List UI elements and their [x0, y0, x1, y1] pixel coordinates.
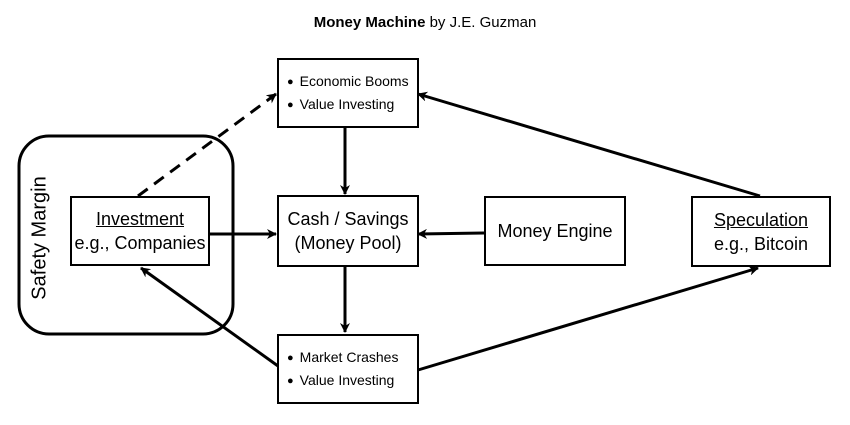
- investment-title: Investment: [95, 209, 185, 229]
- node-money-engine: Money Engine: [484, 196, 626, 266]
- edge-crashes-to-speculation: [417, 265, 759, 372]
- diagram-title: Money Machine by J.E. Guzman: [0, 14, 850, 31]
- title-author: by J.E. Guzman: [425, 14, 537, 31]
- booms-item-2: Value Investing: [287, 93, 395, 116]
- cash-line-2: (Money Pool): [294, 233, 402, 253]
- node-economic-booms: Economic Booms Value Investing: [277, 58, 419, 128]
- node-cash-savings: Cash / Savings (Money Pool): [277, 195, 419, 267]
- investment-example: e.g., Companies: [74, 233, 206, 253]
- edge-speculation-to-booms: [417, 91, 761, 198]
- node-market-crashes: Market Crashes Value Investing: [277, 334, 419, 404]
- booms-item-1: Economic Booms: [287, 70, 409, 93]
- edge-crashes-to-investment: [140, 266, 279, 368]
- title-bold: Money Machine: [313, 14, 426, 31]
- edge-investment-to-booms: [137, 92, 277, 198]
- cash-line-1: Cash / Savings: [287, 209, 409, 229]
- node-investment: Investment e.g., Companies: [70, 196, 210, 266]
- safety-margin-label: Safety Margin: [28, 176, 51, 300]
- engine-label: Money Engine: [497, 221, 613, 241]
- crashes-item-2: Value Investing: [287, 369, 395, 392]
- edge-engine-to-cash: [417, 228, 485, 239]
- crashes-item-1: Market Crashes: [287, 346, 399, 369]
- speculation-example: e.g., Bitcoin: [713, 233, 809, 254]
- node-speculation: Speculation e.g., Bitcoin: [691, 196, 831, 267]
- speculation-title: Speculation: [713, 209, 809, 230]
